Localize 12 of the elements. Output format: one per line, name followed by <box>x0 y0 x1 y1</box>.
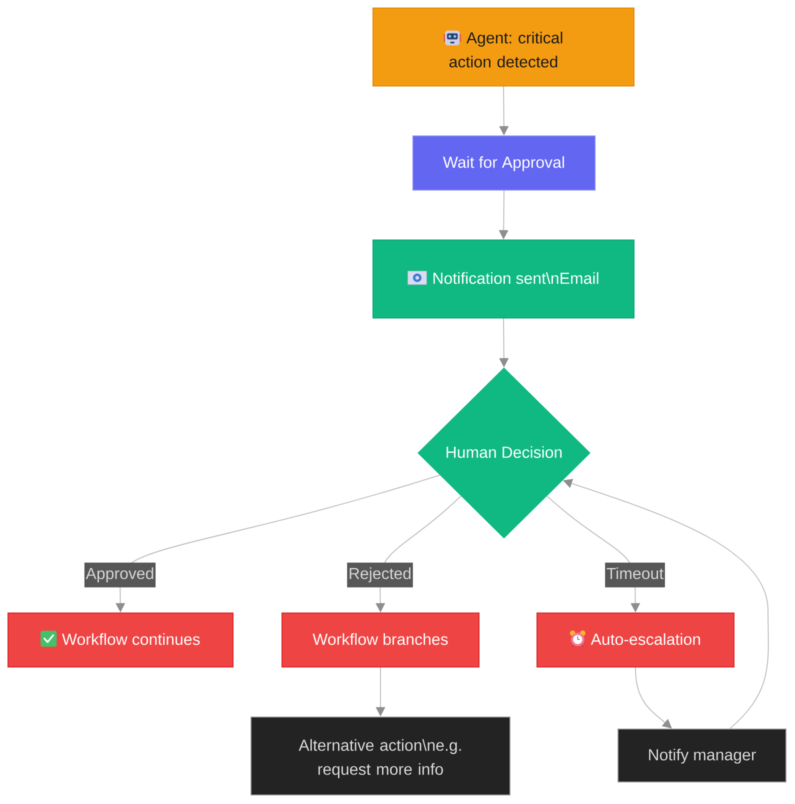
process-box: Agent: critical action detected <box>372 8 634 86</box>
arrow <box>634 668 672 728</box>
edge-label: Timeout <box>605 562 665 588</box>
process-box: Notify manager <box>618 728 786 782</box>
process-box: Notification sent\nEmail <box>372 240 634 318</box>
process-box: Auto-escalation <box>536 612 734 668</box>
process-box: Wait for Approval <box>412 136 596 190</box>
process-box: Alternative action\ne.g. request more info <box>250 716 510 796</box>
edge-label: Rejected <box>347 562 413 588</box>
process-box: Workflow branches <box>282 612 480 668</box>
edge-label: Approved <box>84 562 156 588</box>
process-box: Workflow continues <box>8 612 234 668</box>
